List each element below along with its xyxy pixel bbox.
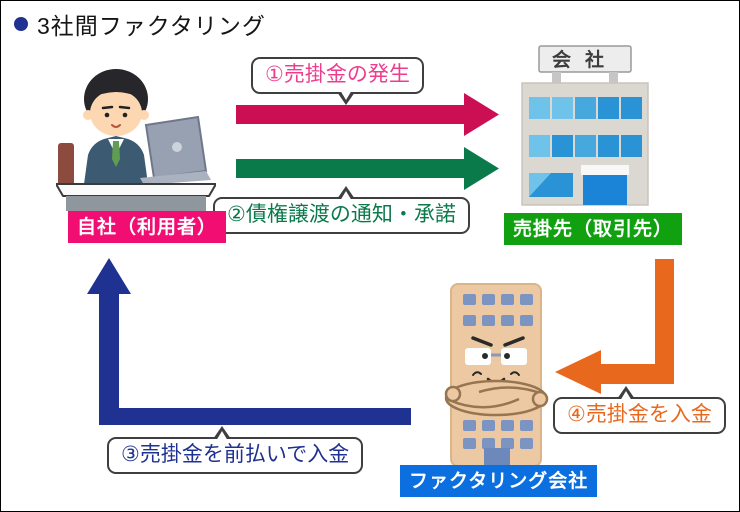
flow-2-label-bubble: ②債権譲渡の通知・承諾 bbox=[213, 186, 470, 235]
office-worker-illustration bbox=[56, 69, 216, 211]
flow-1-label: ①売掛金の発生 bbox=[265, 63, 410, 86]
building-windows bbox=[463, 294, 533, 449]
building-windows bbox=[529, 97, 642, 197]
worker-head bbox=[83, 69, 149, 136]
page-title: 3社間ファクタリング bbox=[14, 7, 266, 41]
arrow-2-transfer-notice bbox=[236, 147, 499, 190]
chair bbox=[58, 143, 74, 187]
building-door bbox=[581, 165, 629, 205]
arrow-4-payment bbox=[555, 259, 674, 394]
arrow-3-advance-payment bbox=[87, 258, 411, 425]
bubble-tail bbox=[340, 191, 352, 201]
company-building-illustration: 会社 bbox=[521, 45, 649, 206]
building-door bbox=[484, 448, 510, 466]
bubble-tail bbox=[620, 391, 632, 401]
factoring-entity-label: ファクタリング会社 bbox=[400, 465, 598, 497]
tie bbox=[112, 141, 120, 167]
desk bbox=[56, 183, 216, 211]
title-text: 3社間ファクタリング bbox=[37, 13, 266, 39]
laptop bbox=[140, 115, 211, 185]
company-sign: 会社 bbox=[538, 45, 632, 83]
flow-3-label-bubble: ③売掛金を前払いで入金 bbox=[107, 426, 364, 475]
crossed-arms bbox=[444, 379, 549, 417]
bubble-tail bbox=[340, 90, 352, 101]
flow-2-label: ②債権譲渡の通知・承諾 bbox=[227, 203, 456, 226]
flow-1-label-bubble: ①売掛金の発生 bbox=[251, 57, 424, 106]
arrow-1-receivable-occurs bbox=[236, 93, 499, 136]
factoring-building-illustration bbox=[444, 283, 549, 467]
customer-entity-label: 売掛先（取引先） bbox=[504, 213, 683, 245]
client-entity-label: 自社（利用者） bbox=[68, 211, 227, 243]
worker-body bbox=[84, 136, 148, 184]
bullet-icon bbox=[14, 17, 28, 31]
flow-4-label-bubble: ④売掛金を入金 bbox=[553, 386, 726, 435]
flow-3-label: ③売掛金を前払いで入金 bbox=[121, 443, 350, 466]
bubble-tail bbox=[216, 431, 228, 441]
flow-4-label: ④売掛金を入金 bbox=[567, 403, 712, 426]
company-sign-text: 会社 bbox=[552, 48, 618, 71]
